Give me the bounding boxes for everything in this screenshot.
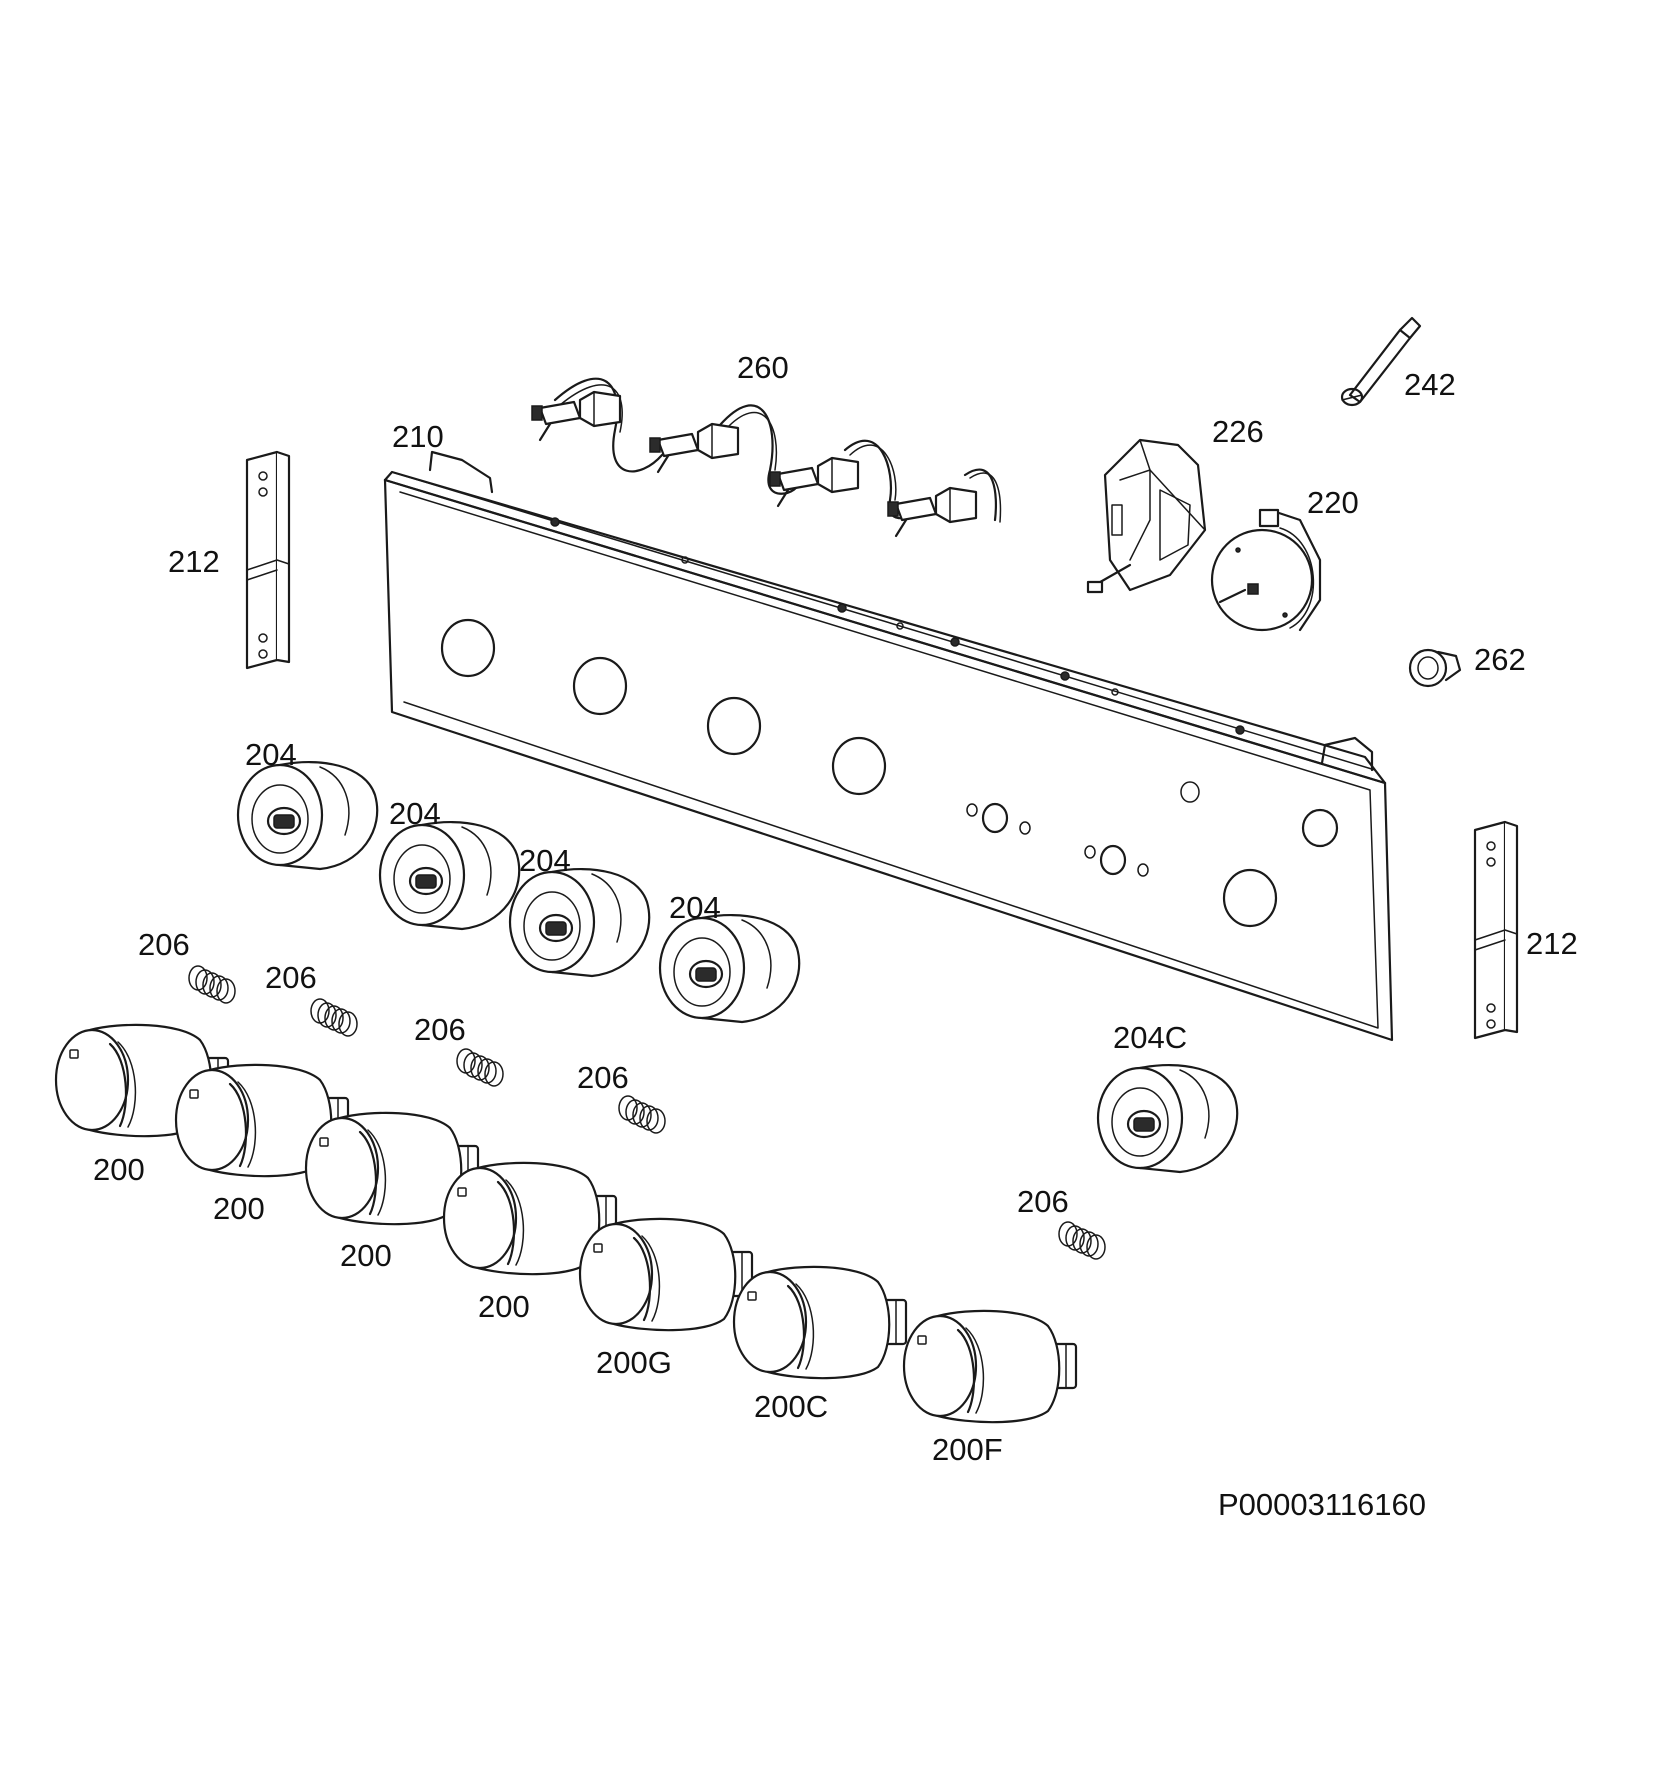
label-204c: 204C: [1113, 1020, 1187, 1055]
knob-bezel-c: [1096, 1063, 1239, 1174]
control-knob-g: [578, 1217, 754, 1332]
spring: [1058, 1221, 1106, 1260]
knob-bezel: [236, 760, 379, 871]
label-200: 200: [340, 1238, 392, 1273]
label-212-right: 212: [1526, 926, 1578, 961]
label-206: 206: [138, 927, 190, 962]
label-200g: 200G: [596, 1345, 672, 1380]
label-210: 210: [392, 419, 444, 454]
label-212-left: 212: [168, 544, 220, 579]
label-260: 260: [737, 350, 789, 385]
drawing-number: P00003116160: [1218, 1487, 1426, 1522]
label-206: 206: [577, 1060, 629, 1095]
label-200c: 200C: [754, 1389, 828, 1424]
spring: [618, 1095, 666, 1134]
label-200: 200: [93, 1152, 145, 1187]
label-206: 206: [414, 1012, 466, 1047]
label-204: 204: [669, 890, 721, 925]
indicator-lamp: [1408, 648, 1462, 688]
control-panel: [383, 450, 1394, 1042]
timer-motor: [1210, 508, 1322, 632]
knob-bezel: [378, 820, 521, 931]
label-204: 204: [245, 737, 297, 772]
control-knob-f: [902, 1309, 1078, 1424]
knob-bezel: [658, 913, 801, 1024]
label-204: 204: [519, 843, 571, 878]
label-206: 206: [265, 960, 317, 995]
label-220: 220: [1307, 485, 1359, 520]
label-204: 204: [389, 796, 441, 831]
label-200f: 200F: [932, 1432, 1003, 1467]
thermostat-sensor: [1340, 316, 1422, 407]
control-knob-c: [732, 1265, 908, 1380]
label-206: 206: [1017, 1184, 1069, 1219]
side-bracket-right: [1473, 820, 1519, 1040]
selector-switch: [1086, 438, 1207, 594]
label-242: 242: [1404, 367, 1456, 402]
label-200: 200: [478, 1289, 530, 1324]
label-200: 200: [213, 1191, 265, 1226]
ignition-switch-harness: [530, 377, 1002, 538]
spring: [456, 1048, 504, 1087]
side-bracket-left: [245, 450, 291, 670]
spring: [310, 998, 358, 1037]
label-226: 226: [1212, 414, 1264, 449]
spring: [188, 965, 236, 1004]
knob-bezel: [508, 867, 651, 978]
label-262: 262: [1474, 642, 1526, 677]
